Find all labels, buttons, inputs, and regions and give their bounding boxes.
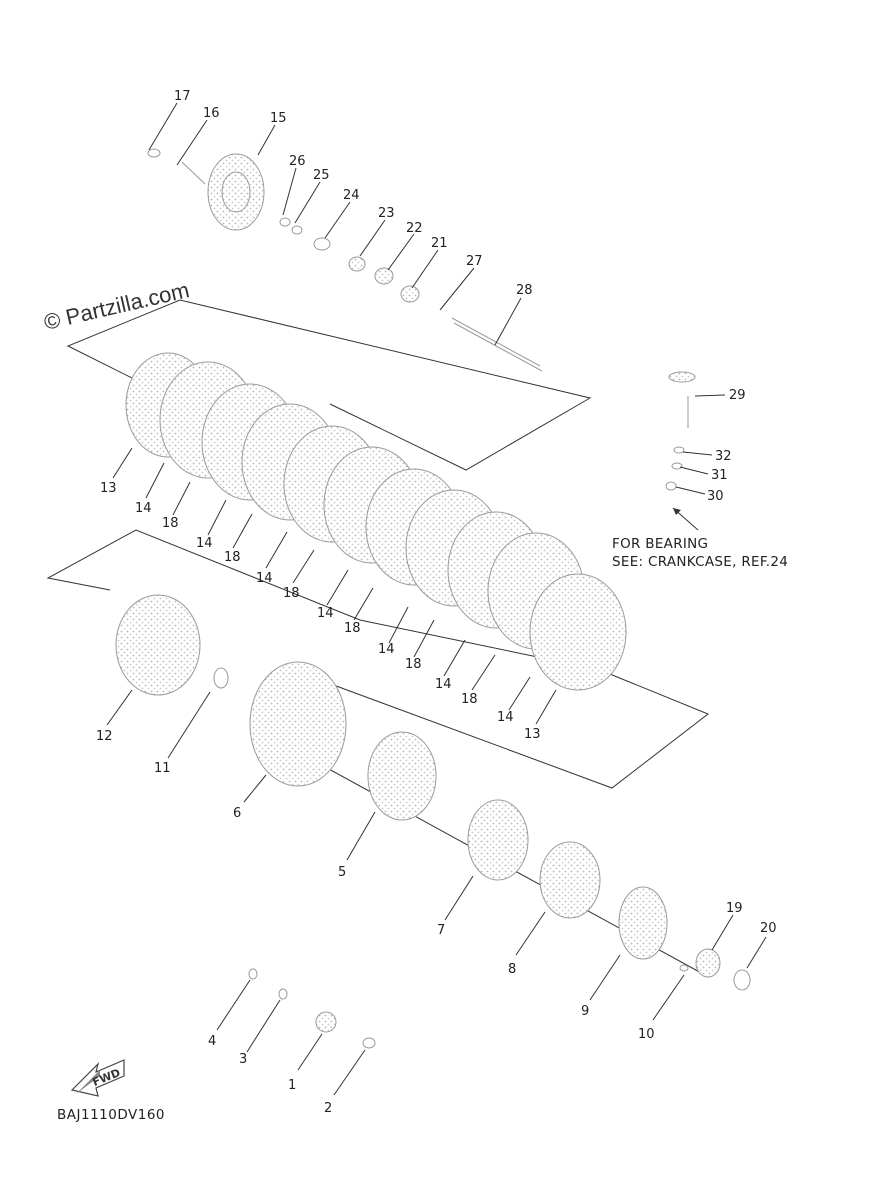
callout-13-b: 13 xyxy=(524,727,541,742)
group-box-upper xyxy=(66,299,592,471)
callout-16: 16 xyxy=(203,106,220,121)
callout-18-c: 18 xyxy=(283,586,300,601)
callout-20: 20 xyxy=(760,921,777,936)
callout-14-c: 14 xyxy=(256,571,273,586)
callout-14-e: 14 xyxy=(378,642,395,657)
callout-14-d: 14 xyxy=(317,606,334,621)
callout-22: 22 xyxy=(406,221,423,236)
callout-10: 10 xyxy=(638,1027,655,1042)
callout-2: 2 xyxy=(324,1101,332,1116)
callout-28: 28 xyxy=(516,283,533,298)
callout-17: 17 xyxy=(174,89,191,104)
callout-19: 19 xyxy=(726,901,743,916)
group-box-plates xyxy=(46,529,709,789)
callout-13-a: 13 xyxy=(100,481,117,496)
callout-18-a: 18 xyxy=(162,516,179,531)
pressure-spring xyxy=(207,153,265,231)
callout-21: 21 xyxy=(431,236,448,251)
pressure-plate xyxy=(115,594,201,696)
callout-18-e: 18 xyxy=(405,657,422,672)
note-line-1: FOR BEARING xyxy=(612,536,708,552)
callout-24: 24 xyxy=(343,188,360,203)
clutch-boss xyxy=(249,661,347,787)
callout-14-g: 14 xyxy=(497,710,514,725)
gear-8 xyxy=(539,841,601,919)
callout-31: 31 xyxy=(711,468,728,483)
callout-3: 3 xyxy=(239,1052,247,1067)
callout-8: 8 xyxy=(508,962,516,977)
callout-labels: 17 16 15 26 25 24 23 22 21 27 28 29 32 3… xyxy=(96,89,777,1116)
clutch-plate-stack xyxy=(125,352,627,691)
callout-30: 30 xyxy=(707,489,724,504)
callout-23: 23 xyxy=(378,206,395,221)
leader-lines xyxy=(106,102,767,1096)
callout-27: 27 xyxy=(466,254,483,269)
gear-7 xyxy=(467,799,529,881)
primary-gear xyxy=(367,731,437,821)
callout-6: 6 xyxy=(233,806,241,821)
callout-1: 1 xyxy=(288,1078,296,1093)
callout-15: 15 xyxy=(270,111,287,126)
callout-5: 5 xyxy=(338,865,346,880)
callout-26: 26 xyxy=(289,154,306,169)
fasteners-group xyxy=(248,968,376,1049)
callout-4: 4 xyxy=(208,1034,216,1049)
callout-12: 12 xyxy=(96,729,113,744)
fwd-arrow-icon: FWD xyxy=(70,1059,125,1097)
callout-9: 9 xyxy=(581,1004,589,1019)
callout-29: 29 xyxy=(729,388,746,403)
callout-14-b: 14 xyxy=(196,536,213,551)
callout-14-f: 14 xyxy=(435,677,452,692)
callout-32: 32 xyxy=(715,449,732,464)
housing-9 xyxy=(618,886,668,960)
callout-18-f: 18 xyxy=(461,692,478,707)
callout-14-a: 14 xyxy=(135,501,152,516)
callout-11: 11 xyxy=(154,761,171,776)
diagram-code: BAJ1110DV160 xyxy=(57,1107,165,1123)
clutch-hub-parts-group xyxy=(115,594,751,991)
callout-18-b: 18 xyxy=(224,550,241,565)
pressure-parts-group xyxy=(147,148,543,372)
push-rod-parts-group xyxy=(665,371,696,491)
callout-7: 7 xyxy=(437,923,445,938)
callout-18-d: 18 xyxy=(344,621,361,636)
callout-25: 25 xyxy=(313,168,330,183)
note-line-2: SEE: CRANKCASE, REF.24 xyxy=(612,554,788,570)
